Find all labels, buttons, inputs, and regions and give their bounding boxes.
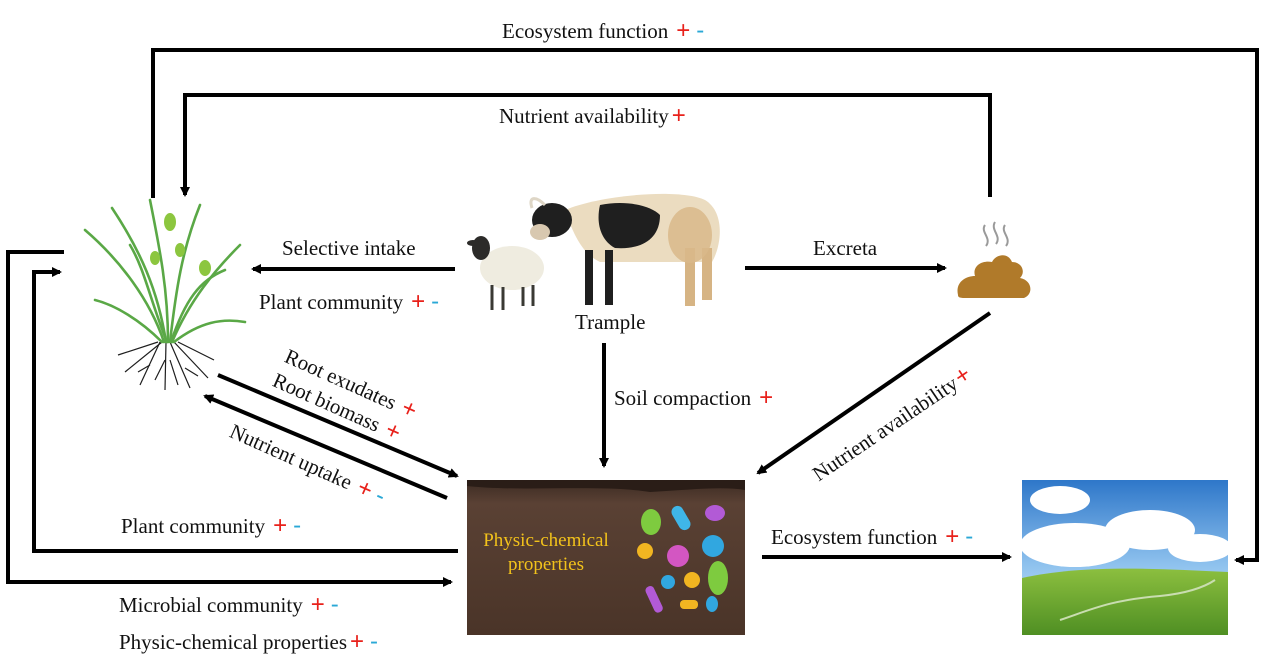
label-plant-community-low: Plant community+- (121, 512, 302, 539)
minus-sign: - (696, 17, 705, 44)
grassland-landscape-icon (1020, 480, 1232, 635)
arrow-eco-top (151, 48, 1259, 565)
yak-icon (529, 193, 720, 306)
minus-sign: - (293, 512, 302, 539)
label-physchem-bottom: Physic-chemical properties+- (119, 628, 379, 655)
arrow-root-exudates (217, 373, 459, 478)
arrow-nutrient-diag (756, 311, 992, 475)
label-trample: Trample (575, 310, 646, 334)
arrow-plant-community-low (32, 267, 458, 553)
label-microbial-community: Microbial community+- (119, 591, 339, 618)
plus-sign: + (411, 288, 426, 315)
sheep-icon (467, 236, 544, 310)
label-eco-top: Ecosystem function+- (502, 17, 705, 44)
label-soil-compaction: Soil compaction+ (614, 384, 774, 411)
soil-box-line1: Physic-chemical (483, 530, 609, 551)
plus-sign: + (671, 102, 686, 129)
arrows (6, 48, 1259, 587)
grass-plant-icon (83, 198, 247, 391)
plus-sign: + (676, 17, 691, 44)
minus-sign: - (965, 523, 974, 550)
label-excreta: Excreta (813, 236, 878, 260)
arrow-nutrient-top (180, 93, 992, 197)
dung-icon (957, 221, 1031, 298)
plus-sign: + (945, 523, 960, 550)
arrow-nutrient-uptake (203, 394, 448, 500)
plus-sign: + (310, 591, 325, 618)
label-nutrient-top: Nutrient availability+ (499, 102, 686, 129)
minus-sign: - (330, 591, 339, 618)
soil-microbes-icon (467, 480, 745, 635)
arrow-microbial (6, 250, 453, 587)
label-eco-right: Ecosystem function+- (771, 523, 974, 550)
plus-sign: + (350, 628, 365, 655)
plus-sign: + (273, 512, 288, 539)
minus-sign: - (370, 628, 379, 655)
label-plant-community-mid: Plant community+- (259, 288, 440, 315)
soil-box-line2: properties (508, 553, 584, 575)
soil-box-label: Physic-chemical properties (470, 529, 622, 577)
plus-sign: + (759, 384, 774, 411)
minus-sign: - (431, 288, 440, 315)
label-selective-intake: Selective intake (282, 236, 416, 260)
